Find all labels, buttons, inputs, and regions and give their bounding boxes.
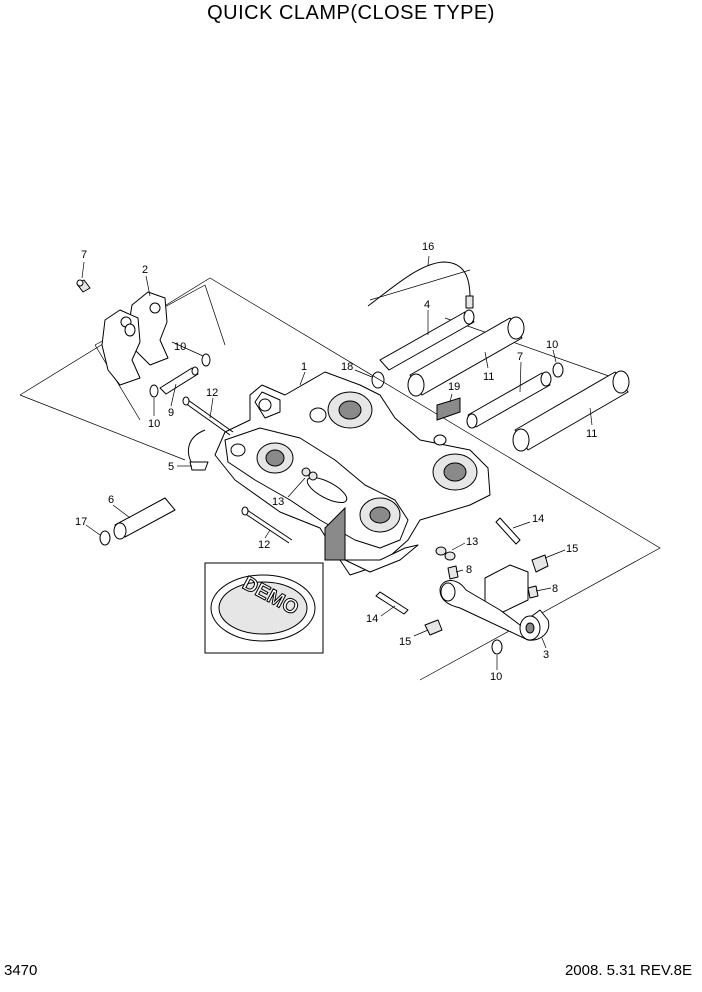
- pin-6: [99, 497, 176, 546]
- callout-9: 9: [168, 407, 174, 419]
- fittings-right: [301, 467, 549, 655]
- callout-8-right: 8: [552, 583, 558, 595]
- callout-14-right: 14: [532, 513, 544, 525]
- callout-2: 2: [142, 264, 148, 276]
- callout-16: 16: [422, 241, 434, 253]
- tube-11-upper: [407, 316, 525, 397]
- callout-8-top: 7: [81, 249, 87, 261]
- pin-7: [466, 362, 564, 429]
- bolt-upper: [182, 396, 234, 436]
- callout-14-left: 14: [366, 613, 378, 625]
- callout-15-right: 15: [566, 543, 578, 555]
- callout-6: 6: [108, 494, 114, 506]
- callout-15-left: 15: [399, 636, 411, 648]
- bolt-lower: [241, 506, 293, 544]
- callout-10-bottom: 10: [490, 671, 502, 683]
- callout-12-lower: 12: [258, 539, 270, 551]
- callout-10-left-lower: 10: [148, 418, 160, 430]
- callout-8-middle: 8: [466, 564, 472, 576]
- page-number: 3470: [4, 962, 38, 979]
- revision-date: 2008. 5.31 REV.8E: [564, 962, 692, 979]
- callout-5: 5: [168, 461, 174, 473]
- callout-3: 3: [543, 649, 549, 661]
- hose: [367, 261, 474, 309]
- callout-13-right: 13: [466, 536, 478, 548]
- pin-left-group: [149, 353, 211, 398]
- logo-detail-inset: [204, 562, 324, 654]
- callout-18: 18: [341, 361, 353, 373]
- bracket-part: [101, 291, 169, 386]
- callout-17: 17: [75, 516, 87, 528]
- grease-nipple-top: [76, 279, 91, 293]
- callout-7: 7: [517, 351, 523, 363]
- callout-13-left: 13: [272, 496, 284, 508]
- callout-1: 1: [301, 361, 307, 373]
- callout-10-right: 10: [546, 339, 558, 351]
- tube-11-lower: [512, 370, 630, 452]
- callout-12-upper: 12: [206, 387, 218, 399]
- pin-4: [371, 309, 475, 389]
- callout-19: 19: [448, 381, 460, 393]
- safety-pin: [187, 429, 209, 471]
- callout-11-upper: 11: [483, 371, 494, 383]
- label-plate: [436, 397, 461, 421]
- callout-10-left-upper: 10: [174, 341, 186, 353]
- page-title: QUICK CLAMP(CLOSE TYPE): [207, 2, 495, 24]
- hydraulic-cylinder: [439, 564, 550, 641]
- callout-4: 4: [424, 299, 430, 311]
- quick-clamp-frame: [214, 371, 491, 576]
- callout-labels: 7 2 10 9 10 12 5 6 17 13 12 1 16 4 18 11…: [75, 241, 597, 683]
- leader-lines: [81, 255, 593, 670]
- callout-11-lower: 11: [586, 428, 597, 440]
